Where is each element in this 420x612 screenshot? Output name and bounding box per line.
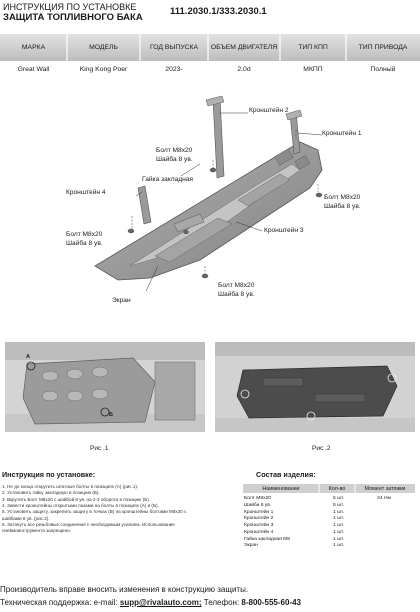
parts-col-name: Наименование: [262, 485, 300, 492]
figure-1-caption: Рис .1: [90, 445, 109, 452]
part-qty: 1 шт.: [333, 529, 345, 535]
label-bolt-bottom-bolt: Болт М8х20: [218, 282, 255, 289]
support-email-link[interactable]: supp@rivalauto.com;: [119, 598, 202, 607]
parts-title: Состав изделия:: [256, 470, 316, 479]
spec-brand-value: Great Wall: [17, 66, 50, 73]
photo1-marker-b: Б: [109, 412, 113, 418]
label-bolt-right-washer: Шайба 8 ув.: [324, 202, 361, 210]
instruction-step: 2. Установить гайку закладную в позицию …: [2, 490, 100, 496]
label-bracket-2: Кронштейн 2: [249, 107, 289, 114]
label-screen: Экран: [112, 297, 131, 304]
label-bolt-right: Болт М8х20 Шайба 8 ув.: [324, 194, 361, 211]
label-bolt-left: Болт М8х20 Шайба 8 ув.: [66, 231, 103, 248]
part-name: Кронштейн 3: [244, 523, 274, 529]
bolts: [127, 167, 323, 279]
label-bracket-3: Кронштейн 3: [264, 227, 304, 234]
part-name: Экран: [244, 543, 258, 549]
skid-plate: [94, 141, 323, 281]
label-bolt-top-left: Болт М8х20 Шайба 8 ув.: [156, 147, 193, 164]
label-nut: Гайка закладная: [142, 176, 193, 183]
support-phone: 8-800-555-60-43: [241, 598, 302, 607]
header-title: ЗАЩИТА ТОПЛИВНОГО БАКА: [3, 12, 143, 23]
header-line-1: ИНСТРУКЦИЯ ПО УСТАНОВКЕ: [3, 2, 137, 12]
footer-note: Производитель вправе вносить изменения в…: [0, 585, 249, 594]
spec-gearbox-value: МКПП: [303, 66, 323, 73]
footer-support: Техническая поддержка: e-mail: supp@riva…: [0, 598, 301, 607]
part-qty: 1 шт.: [333, 516, 345, 522]
instruction-step: 4. Завести кронштейны открытыми пазами н…: [2, 502, 159, 508]
instruction-step: 1. Не до конца открутить штатные болты в…: [2, 484, 139, 489]
label-bolt-left-bolt: Болт М8х20: [66, 231, 103, 238]
instruction-step: пневмоинструмента запрещено.: [2, 528, 71, 534]
instructions-list: 1. Не до конца открутить штатные болты в…: [2, 484, 224, 535]
instruction-step: шайбами 8 ув. (рис.2).: [2, 515, 50, 521]
spec-year-value: 2023-: [165, 66, 183, 73]
spec-engine-value: 2.0d: [237, 66, 251, 73]
parts-header-band: [243, 484, 415, 493]
photo-figure-2-art: [215, 342, 415, 432]
label-bolt-top-left-washer: Шайба 8 ув.: [156, 155, 193, 163]
label-bracket-4: Кронштейн 4: [66, 189, 106, 196]
spec-col-model: МОДЕЛЬ: [89, 43, 118, 51]
label-bolt-right-bolt: Болт М8х20: [324, 194, 361, 201]
bracket-4: [137, 185, 152, 225]
email-label: e-mail:: [93, 598, 118, 607]
figure-2-caption: Рис .2: [312, 445, 331, 452]
instructions-title: Инструкция по установке:: [2, 470, 96, 479]
photo1-marker-a: A: [26, 354, 30, 360]
part-torque: 24 Нм: [377, 496, 391, 501]
bracket-2: [205, 95, 225, 179]
document-header: ИНСТРУКЦИЯ ПО УСТАНОВКЕ ЗАЩИТА ТОПЛИВНОГ…: [0, 0, 420, 30]
parts-col-qty: Кол-во: [328, 485, 346, 492]
spec-col-year: ГОД ВЫПУСКА: [149, 43, 199, 51]
parts-col-torque: Момент затяжки: [364, 485, 406, 492]
photo-figure-1: A Б: [5, 342, 205, 432]
part-name: Кронштейн 4: [244, 529, 274, 535]
part-qty: 1 шт.: [333, 509, 345, 515]
label-bolt-bottom-washer: Шайба 8 ув.: [218, 290, 255, 298]
part-name: Кронштейн 2: [244, 516, 274, 522]
part-qty: 1 шт.: [333, 536, 345, 542]
parts-quantities: 5 шт. 5 шт. 1 шт. 1 шт. 1 шт. 1 шт. 1 шт…: [333, 496, 344, 550]
spec-table-band: [0, 34, 420, 61]
parts-names: Болт М8х20 Шайба 8 ув. Кронштейн 1 Кронш…: [244, 496, 290, 550]
instruction-step: 6. Затянуть все резьбовые соединения с н…: [2, 521, 175, 527]
label-bolt-top-left-bolt: Болт М8х20: [156, 147, 193, 154]
bracket-1: [285, 109, 303, 155]
label-bracket-1: Кронштейн 1: [322, 130, 362, 137]
label-bolt-bottom: Болт М8х20 Шайба 8 ув.: [218, 282, 255, 299]
part-name: Шайба 8 ув.: [244, 502, 272, 508]
instruction-step: 5. Установить защиту, закрепить защиту в…: [2, 509, 187, 515]
article-code: 111.2030.1/333.2030.1: [170, 6, 267, 17]
part-name: Болт М8х20: [244, 496, 271, 501]
bracket-3: [173, 213, 205, 233]
phone-label: Телефон:: [203, 598, 240, 607]
part-qty: 5 шт.: [333, 502, 345, 508]
spec-col-brand: МАРКА: [21, 43, 46, 51]
part-qty: 5 шт.: [333, 496, 345, 501]
spec-col-gearbox: ТИП КПП: [298, 43, 328, 51]
spec-drive-value: Полный: [370, 66, 396, 73]
spec-model-value: King Kong Poer: [79, 66, 128, 73]
photo-figure-2: [215, 342, 415, 432]
part-name: Кронштейн 1: [244, 509, 274, 515]
part-qty: 1 шт.: [333, 523, 345, 529]
support-label: Техническая поддержка:: [0, 598, 92, 607]
assembly-diagram: [94, 95, 323, 292]
part-name: Гайка закладная М8: [244, 536, 290, 542]
label-bolt-left-washer: Шайба 8 ув.: [66, 239, 103, 247]
photo-figure-1-art: [5, 342, 205, 432]
instruction-step: 3. Вкрутить Болт М8х20 с шайбой 8 ув. на…: [2, 496, 151, 502]
part-qty: 1 шт.: [333, 543, 345, 549]
spec-col-engine: ОБЪЕМ ДВИГАТЕЛЯ: [210, 43, 278, 51]
spec-col-drive: ТИП ПРИВОДА: [358, 43, 408, 51]
